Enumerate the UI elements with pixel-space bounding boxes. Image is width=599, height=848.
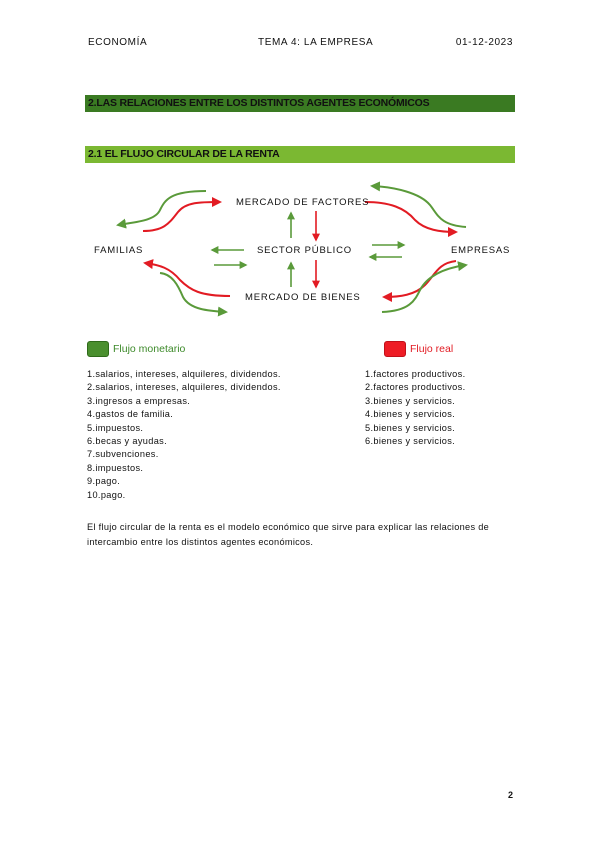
legend-label-real: Flujo real [410, 343, 454, 355]
node-familias: FAMILIAS [94, 245, 144, 256]
flow-arrow-green [370, 181, 467, 228]
list-item: 1.factores productivos. [365, 369, 466, 379]
list-item: 2.factores productivos. [365, 382, 466, 393]
node-sector-publico: SECTOR PÚBLICO [257, 245, 352, 256]
flow-arrow-green [159, 272, 228, 317]
subsection-heading: 2.1 EL FLUJO CIRCULAR DE LA RENTA [85, 146, 515, 163]
legend-swatch-real [384, 341, 406, 357]
list-item: 7.subvenciones. [87, 449, 159, 460]
real-flow-list: 1.factores productivos. 2.factores produ… [365, 368, 465, 448]
list-item: 5.impuestos. [87, 422, 144, 433]
list-item: 4.gastos de familia. [87, 409, 174, 420]
list-item: 5.bienes y servicios. [365, 422, 456, 433]
section-heading: 2.LAS RELACIONES ENTRE LOS DISTINTOS AGE… [85, 95, 515, 112]
flow-arrow-green [116, 190, 207, 229]
flow-arrow-green [381, 261, 468, 313]
header-date: 01-12-2023 [455, 37, 513, 48]
legend-swatch-monetario [87, 341, 109, 357]
list-item: 2.salarios, intereses, alquileres, divid… [87, 382, 281, 393]
list-item: 9.pago. [87, 476, 121, 487]
list-item: 4.bienes y servicios. [365, 409, 456, 420]
list-item: 6.bienes y servicios. [365, 436, 456, 447]
flow-arrow-red [382, 260, 457, 302]
flow-arrow-red [364, 201, 458, 237]
list-item: 8.impuestos. [87, 462, 144, 473]
node-mercado-factores: MERCADO DE FACTORES [236, 197, 370, 208]
list-item: 10.pago. [87, 489, 126, 500]
flow-arrow-red [143, 259, 231, 297]
list-item: 3.ingresos a empresas. [87, 395, 191, 406]
legend-label-monetario: Flujo monetario [113, 343, 186, 355]
node-empresas: EMPRESAS [451, 245, 511, 256]
page-number: 2 [507, 790, 513, 800]
explanation-paragraph: El flujo circular de la renta es el mode… [87, 522, 490, 547]
monetary-flow-list: 1.salarios, intereses, alquileres, divid… [87, 368, 281, 502]
list-item: 1.salarios, intereses, alquileres, divid… [87, 369, 281, 379]
node-mercado-bienes: MERCADO DE BIENES [245, 292, 361, 303]
list-item: 3.bienes y servicios. [365, 395, 456, 406]
list-item: 6.becas y ayudas. [87, 436, 168, 447]
flow-arrow-red [142, 197, 222, 232]
header-topic: TEMA 4: LA EMPRESA [258, 37, 374, 48]
header-subject: ECONOMÍA [88, 37, 148, 48]
